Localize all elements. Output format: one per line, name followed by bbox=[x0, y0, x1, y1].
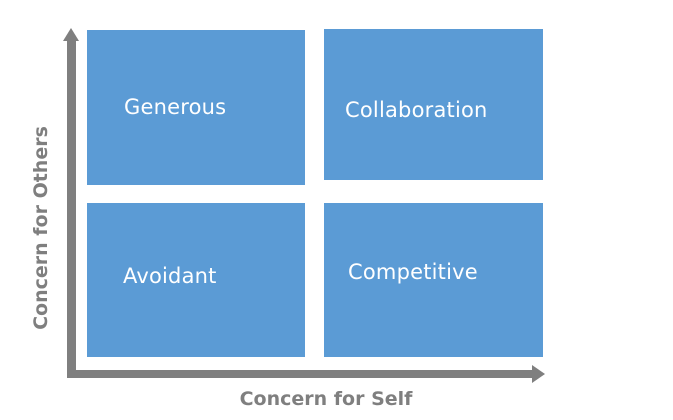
y-axis-label: Concern for Others bbox=[30, 126, 52, 330]
quadrant-bottom-right: Competitive bbox=[324, 203, 543, 357]
quadrant-top-left: Generous bbox=[87, 30, 305, 185]
x-axis-arrowhead-icon bbox=[532, 365, 545, 383]
quadrant-bottom-left: Avoidant bbox=[87, 203, 305, 357]
quadrant-top-right: Collaboration bbox=[324, 29, 543, 180]
quadrant-label-avoidant: Avoidant bbox=[123, 264, 217, 288]
quadrant-label-generous: Generous bbox=[124, 95, 227, 119]
y-axis-arrowhead-icon bbox=[63, 28, 79, 41]
x-axis-arrow-shaft bbox=[67, 370, 533, 378]
quadrant-label-collaboration: Collaboration bbox=[345, 98, 488, 122]
y-axis-arrow-shaft bbox=[67, 40, 76, 378]
quadrant-label-competitive: Competitive bbox=[348, 260, 478, 284]
x-axis-label: Concern for Self bbox=[239, 388, 413, 410]
